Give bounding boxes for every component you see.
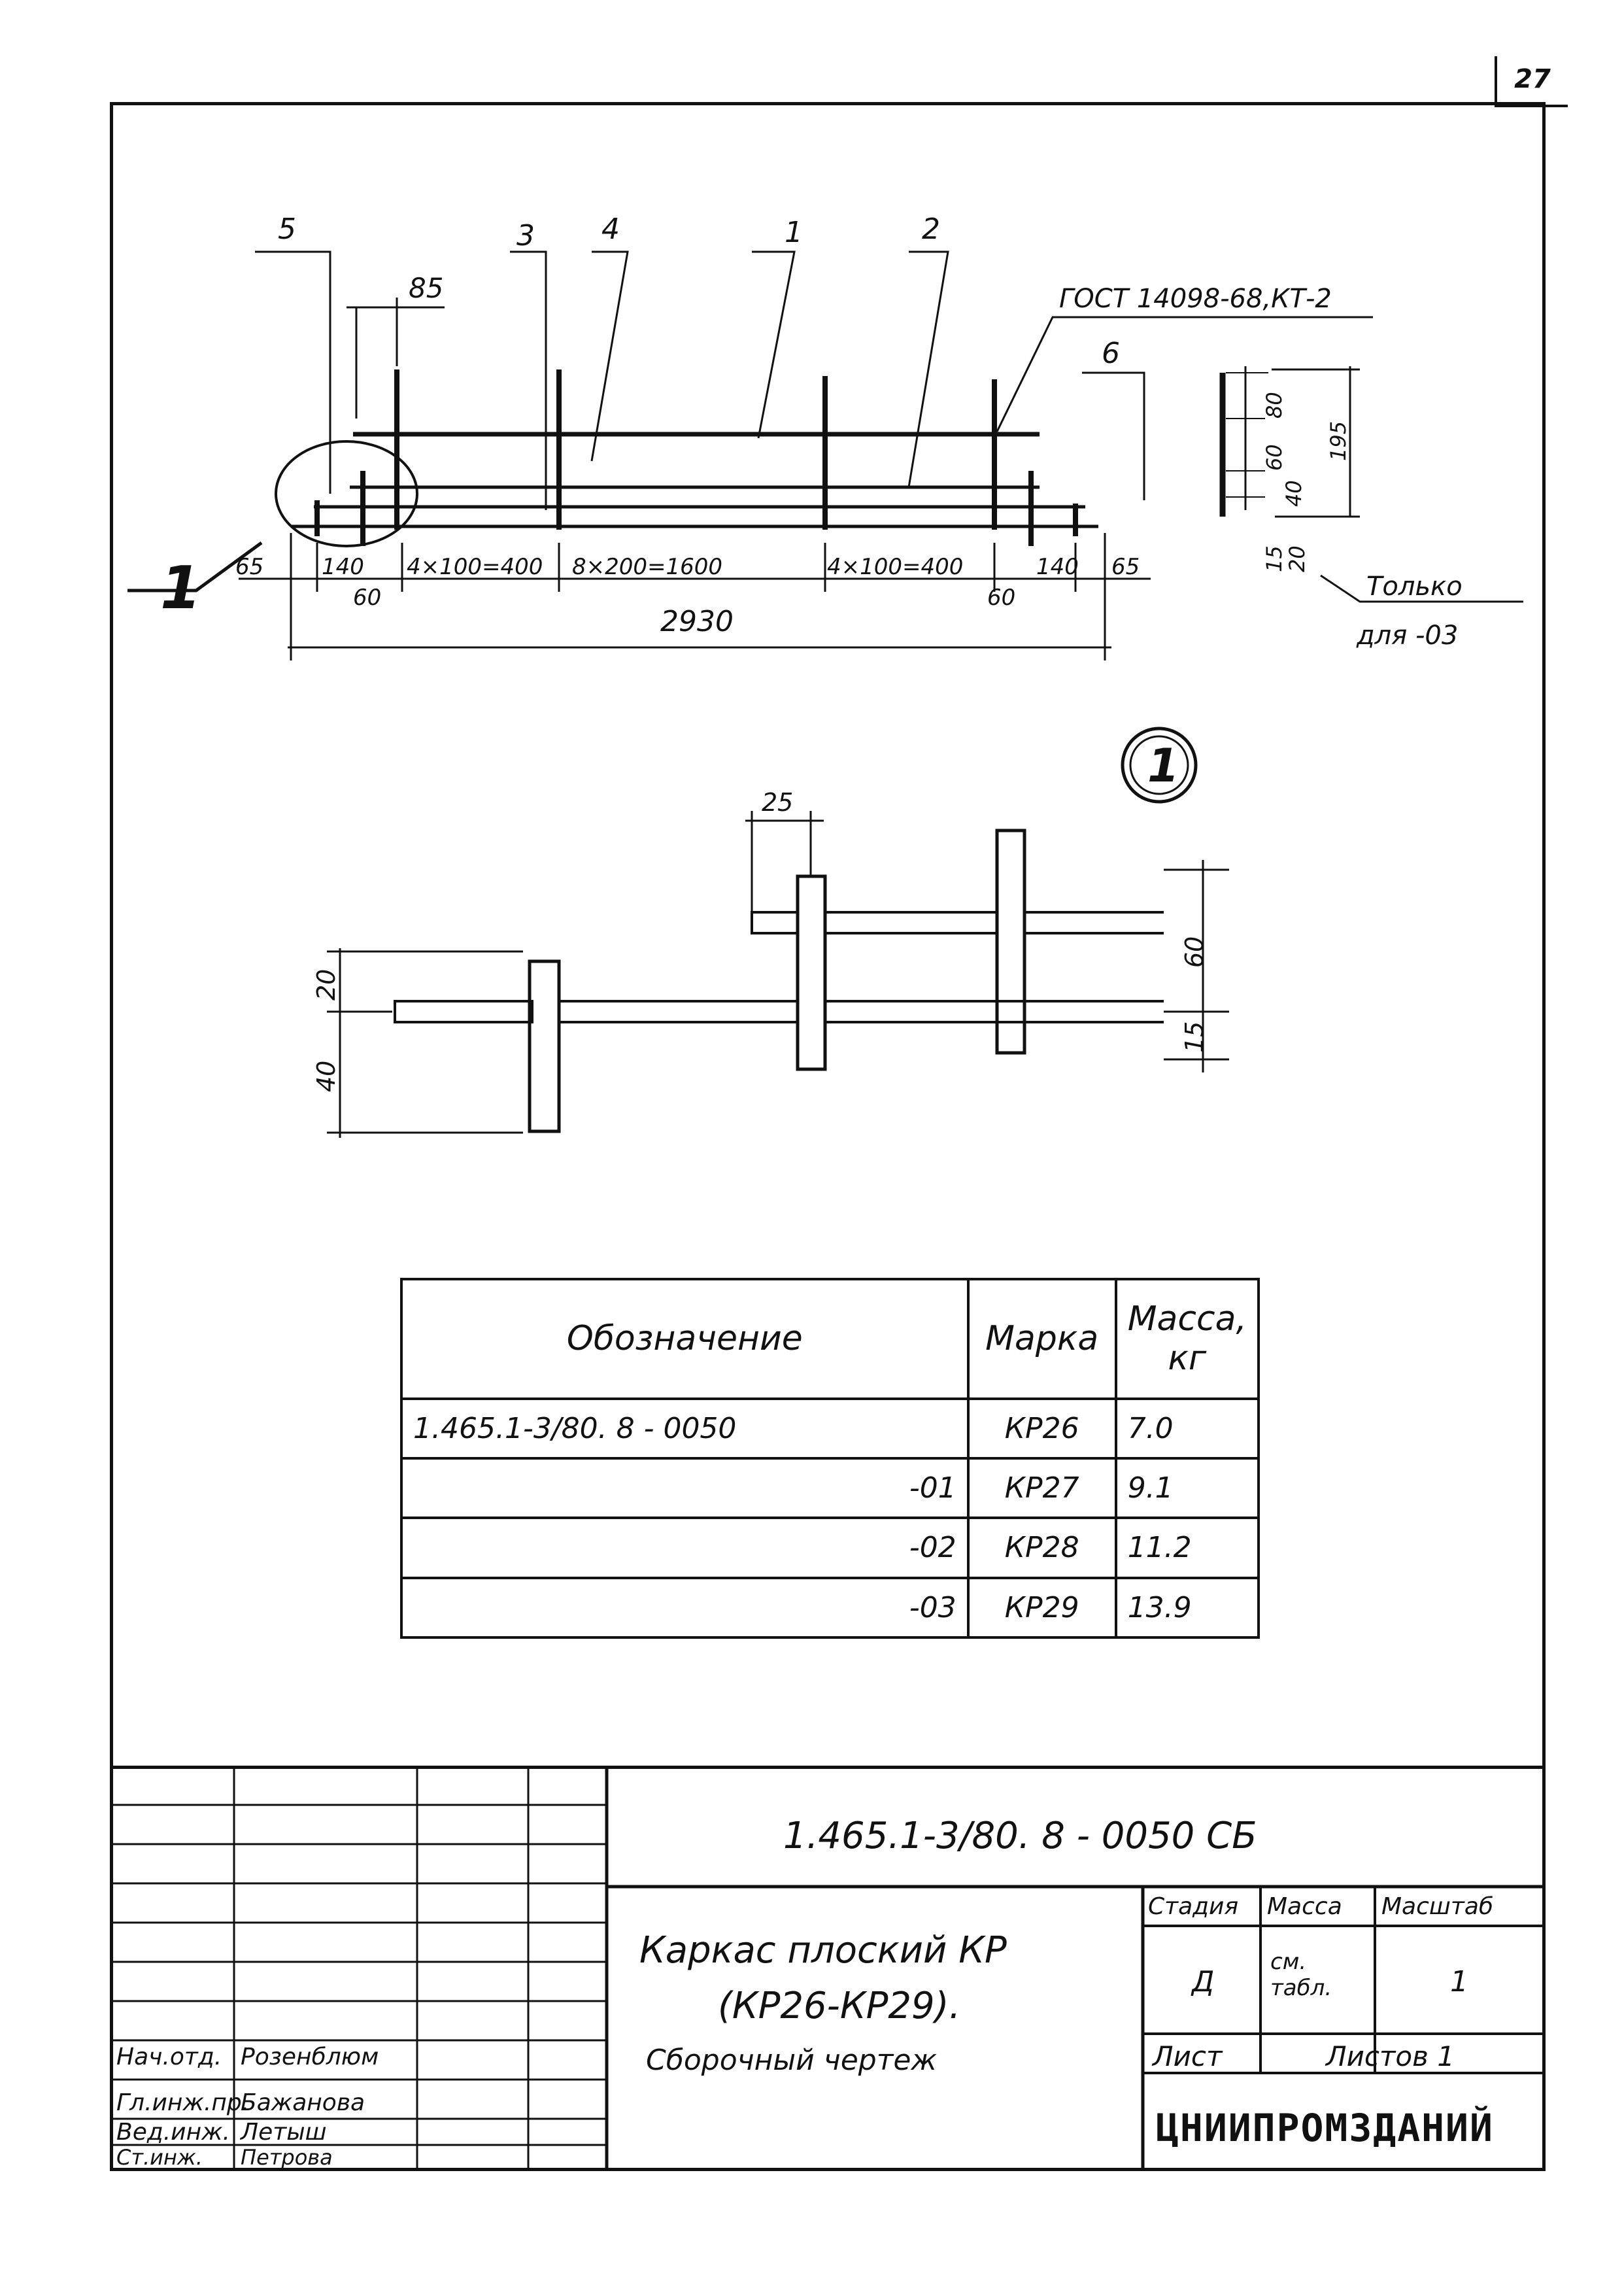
side-dim-40: 40 [1281, 480, 1306, 507]
scale-label: Масштаб [1381, 1893, 1494, 1920]
leader-4: 4 [601, 213, 620, 246]
dim-8x200: 8×200=1600 [572, 554, 722, 580]
sheets-label: Листов 1 [1326, 2040, 1455, 2072]
sheet-number: 27 [1495, 56, 1568, 107]
role-lead-eng: Вед.инж. [116, 2119, 230, 2146]
role-head-dept: Нач.отд. [116, 2044, 222, 2070]
name-head-dept: Розенблюм [241, 2044, 379, 2070]
leader-6: 6 [1102, 337, 1120, 370]
weld-note: ГОСТ 14098-68,КТ-2 [1059, 284, 1332, 314]
detail-dim-40: 40 [312, 1061, 341, 1092]
name-senior-eng: Петрова [241, 2145, 333, 2170]
dim-85: 85 [409, 272, 443, 304]
side-note-line2: для -03 [1356, 621, 1458, 651]
side-dim-80: 80 [1262, 392, 1287, 419]
side-dim-20: 20 [1285, 545, 1310, 572]
row-mark: КР26 [966, 1397, 1117, 1460]
role-chief-eng: Гл.инж.пр. [116, 2089, 250, 2116]
title-block: Нач.отд. Розенблюм Гл.инж.пр. Бажанова В… [110, 1766, 1546, 2171]
header-mark: Марка [966, 1278, 1117, 1400]
dim-4x100-left: 4×100=400 [407, 554, 543, 580]
dim-65-left: 65 [235, 554, 263, 580]
dim-140-right: 140 [1036, 554, 1079, 580]
dim-65-right: 65 [1111, 554, 1140, 580]
detail-dim-25: 25 [762, 788, 793, 817]
leader-1: 1 [785, 216, 803, 249]
side-dim-195: 195 [1326, 421, 1351, 461]
dim-total: 2930 [660, 605, 734, 638]
callout-label: 1 [160, 554, 201, 623]
leader-5: 5 [278, 213, 296, 246]
row-designation: 1.465.1-3/80. 8 - 0050 [400, 1397, 970, 1460]
dim-60-left: 60 [353, 585, 381, 611]
name-lead-eng: Летыш [241, 2119, 327, 2146]
name-chief-eng: Бажанова [241, 2089, 365, 2116]
drawing-frame [110, 102, 1546, 2171]
dim-60-right: 60 [987, 585, 1015, 611]
dim-4x100-right: 4×100=400 [827, 554, 963, 580]
title-line-1: Каркас плоский КР [639, 1929, 1007, 1972]
row-designation: -03 [400, 1576, 970, 1639]
row-mark: КР28 [966, 1516, 1117, 1579]
detail-dim-20: 20 [312, 969, 341, 1001]
detail-dim-60: 60 [1180, 936, 1209, 968]
detail-label: 1 [1147, 739, 1179, 793]
title-line-2: (КР26-КР29). [718, 1985, 961, 2027]
side-dim-15: 15 [1262, 545, 1287, 572]
mass-value: см. табл. [1270, 1949, 1332, 2001]
organization-logo: ЦНИИПРОМЗДАНИЙ [1156, 2106, 1494, 2150]
row-mass: 11.2 [1114, 1516, 1260, 1579]
role-senior-eng: Ст.инж. [116, 2145, 203, 2170]
stage-label: Стадия [1148, 1893, 1239, 1920]
detail-circle [275, 440, 418, 547]
row-designation: -01 [400, 1456, 970, 1520]
leader-3: 3 [516, 219, 535, 252]
row-mass: 9.1 [1114, 1456, 1260, 1520]
row-mass: 13.9 [1114, 1576, 1260, 1639]
spec-table: Обозначение Марка Масса, кг 1.465.1-3/80… [400, 1278, 1260, 1639]
mass-label: Масса [1267, 1893, 1342, 1920]
scale-value: 1 [1450, 1965, 1468, 1998]
sheet-label: Лист [1153, 2040, 1223, 2072]
leader-2: 2 [922, 213, 940, 246]
row-mark: КР27 [966, 1456, 1117, 1520]
side-dim-60: 60 [1262, 444, 1287, 471]
table-row: -01 КР27 9.1 [400, 1456, 1260, 1520]
table-row: -03 КР29 13.9 [400, 1576, 1260, 1639]
title-line-3: Сборочный чертеж [646, 2044, 938, 2077]
detail-dim-15: 15 [1180, 1021, 1209, 1053]
side-note-line1: Только [1366, 572, 1463, 602]
title-block-grid [110, 1766, 1546, 2171]
dim-140-left: 140 [322, 554, 364, 580]
header-designation: Обозначение [400, 1278, 970, 1400]
row-mark: КР29 [966, 1576, 1117, 1639]
stage-value: Д [1192, 1965, 1215, 1998]
row-designation: -02 [400, 1516, 970, 1579]
table-row: 1.465.1-3/80. 8 - 0050 КР26 7.0 [400, 1397, 1260, 1460]
table-row: -02 КР28 11.2 [400, 1516, 1260, 1579]
document-code: 1.465.1-3/80. 8 - 0050 СБ [783, 1815, 1257, 1857]
row-mass: 7.0 [1114, 1397, 1260, 1460]
header-mass: Масса, кг [1114, 1278, 1260, 1400]
